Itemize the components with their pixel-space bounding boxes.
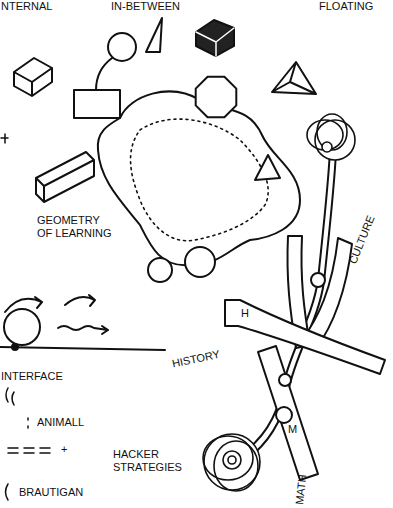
sketch-label: GEOMETRY OF LEARNING bbox=[36, 214, 118, 240]
filled-cube bbox=[196, 20, 234, 56]
history-line bbox=[0, 347, 165, 350]
sketch-label: M bbox=[287, 423, 298, 436]
sketch-label: INTERFACE bbox=[0, 370, 64, 383]
stem-node bbox=[279, 374, 291, 386]
sketch-label: IN-BETWEEN bbox=[110, 0, 181, 13]
cube-edges bbox=[196, 28, 234, 56]
circle-sketch bbox=[108, 33, 136, 61]
stem-line bbox=[240, 150, 330, 455]
rect-sketch bbox=[74, 90, 120, 118]
sketch-label: + bbox=[60, 443, 68, 456]
tetrahedron-sketch bbox=[272, 62, 316, 94]
flower-scribble bbox=[203, 434, 260, 491]
curve-line bbox=[96, 58, 112, 90]
triangle-sketch bbox=[146, 18, 162, 52]
triangle-sketch bbox=[255, 155, 280, 180]
edge-mark bbox=[1, 134, 8, 143]
sketch-label: ANIMALL bbox=[36, 416, 85, 429]
sketch-label: H bbox=[240, 307, 250, 320]
box-sketch bbox=[36, 152, 94, 202]
sketch-label: MATH bbox=[293, 473, 309, 507]
dash-marks bbox=[8, 448, 50, 453]
curved-arrow bbox=[5, 297, 42, 312]
sketch-label: NTERNAL bbox=[0, 0, 53, 13]
sketch-label: HISTORY bbox=[170, 348, 222, 371]
stem-node bbox=[276, 407, 292, 423]
flower-scribble bbox=[307, 114, 355, 160]
cube-sketch bbox=[14, 58, 52, 96]
stem-node bbox=[311, 273, 325, 287]
mark-strokes bbox=[6, 484, 9, 500]
circle-sketch bbox=[185, 247, 215, 277]
band-shape bbox=[258, 346, 318, 480]
mark-strokes bbox=[27, 418, 29, 428]
mark-strokes bbox=[6, 388, 14, 405]
circle-sketch bbox=[4, 309, 40, 345]
sketch-label: CULTURE bbox=[346, 213, 378, 267]
sketch-label: HACKER STRATEGIES bbox=[112, 448, 186, 474]
dot bbox=[12, 344, 18, 350]
octagon-sketch bbox=[196, 77, 237, 118]
circle-sketch bbox=[148, 258, 172, 282]
sketch-label: BRAUTIGAN bbox=[18, 486, 84, 499]
wavy-arrow bbox=[58, 326, 108, 334]
learning-blob bbox=[98, 92, 300, 266]
curved-arrow bbox=[65, 295, 95, 306]
sketch-label: FLOATING bbox=[318, 0, 374, 13]
band-shape bbox=[225, 300, 385, 374]
dotted-loop bbox=[131, 119, 269, 241]
